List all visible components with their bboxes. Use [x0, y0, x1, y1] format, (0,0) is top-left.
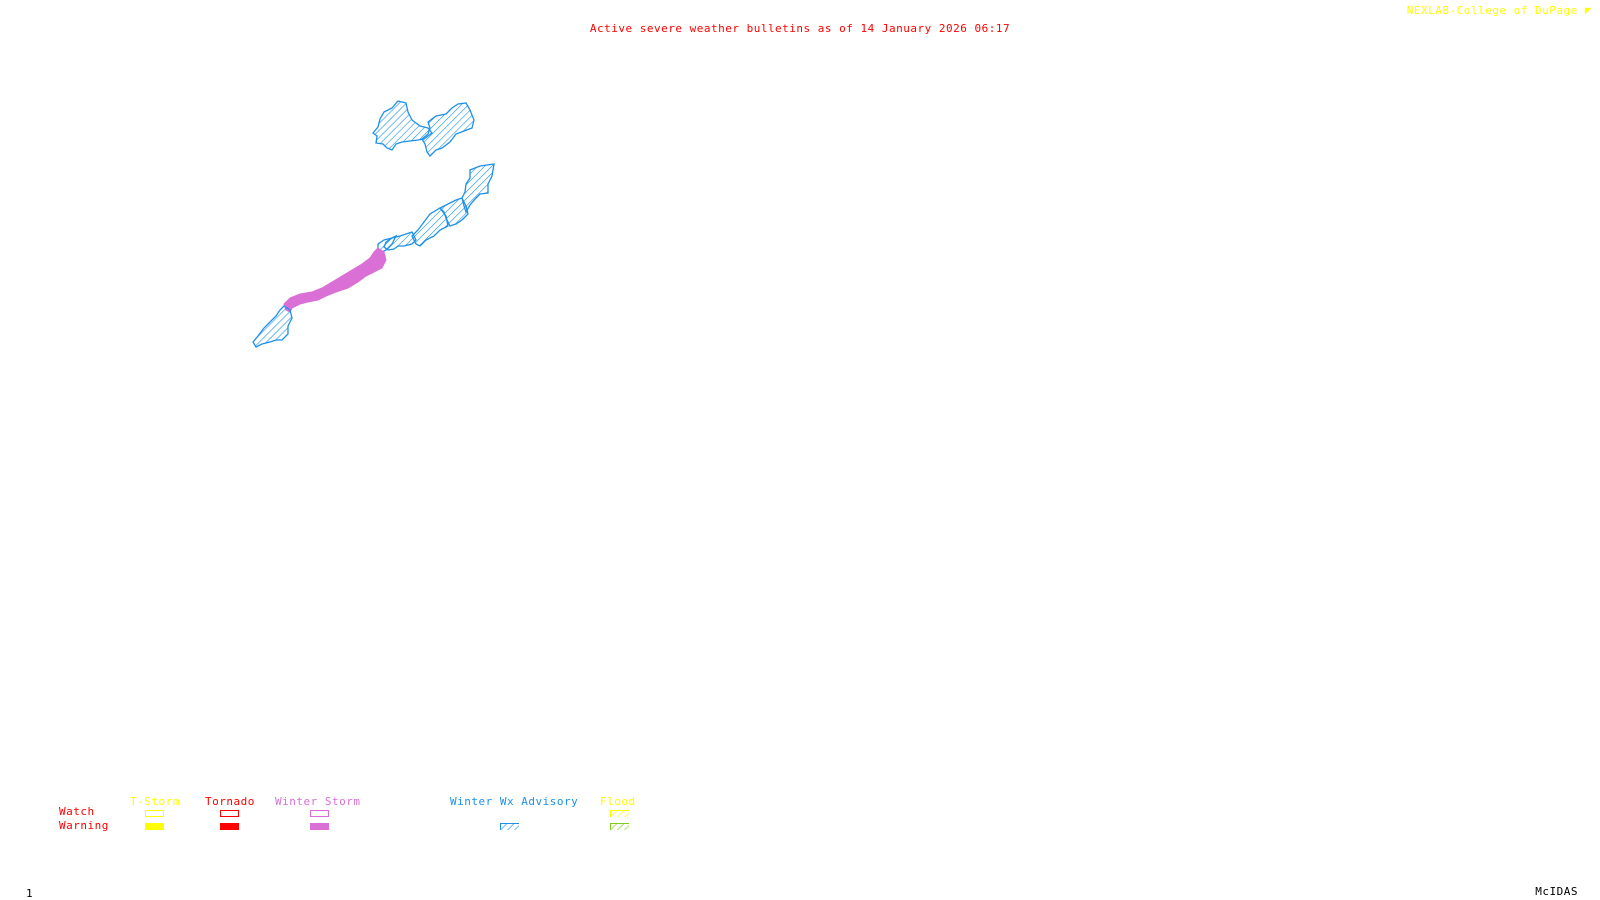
legend-winter-storm-label: Winter Storm: [275, 795, 361, 808]
swatch-tstorm-watch: [145, 810, 164, 817]
legend-winter-wx-advisory-label: Winter Wx Advisory: [450, 795, 579, 808]
swatch-winter-storm-warning: [310, 823, 329, 830]
swatch-winter-wx-advisory: [500, 823, 519, 830]
swatch-tornado-watch: [220, 810, 239, 817]
swatch-winter-storm-watch: [310, 810, 329, 817]
advisory-zone-north-west[interactable]: [372, 100, 433, 151]
software-label: McIDAS: [1535, 885, 1578, 898]
advisory-zone-northeast-1[interactable]: [461, 163, 495, 214]
legend-tornado-label: Tornado: [205, 795, 255, 808]
swatch-flood-watch: [610, 810, 629, 817]
legend-watch-label: Watch: [59, 805, 95, 818]
credit-label: NEXLAB-College of DuPage ◤: [1407, 5, 1592, 17]
frame-number: 1: [26, 887, 34, 900]
legend-tstorm-label: T-Storm: [130, 795, 180, 808]
advisory-zone-southwest[interactable]: [252, 305, 293, 348]
advisory-zone-northeast-4[interactable]: [383, 231, 417, 251]
map-title: Active severe weather bulletins as of 14…: [589, 22, 1011, 35]
legend-warning-label: Warning: [59, 819, 109, 832]
swatch-flood-warning: [610, 823, 629, 830]
winter-storm-warning-band[interactable]: [283, 247, 387, 313]
swatch-tornado-warning: [220, 823, 239, 830]
bulletin-map: [252, 100, 495, 348]
legend-flood-label: Flood: [600, 795, 636, 808]
advisory-zone-northeast-3[interactable]: [411, 207, 449, 247]
nexlab-logo-icon: ◤: [1584, 4, 1592, 17]
credit-text: NEXLAB-College of DuPage: [1406, 4, 1578, 17]
advisory-zone-north-east[interactable]: [421, 102, 475, 157]
swatch-tstorm-warning: [145, 823, 164, 830]
